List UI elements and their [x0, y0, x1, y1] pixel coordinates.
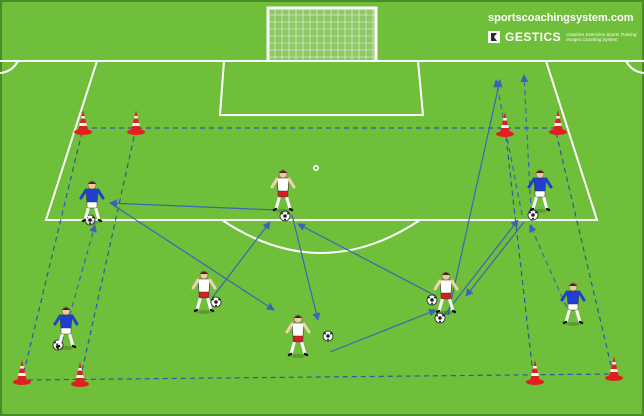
run-arrow — [447, 79, 503, 316]
soccer-ball-icon — [210, 296, 222, 308]
penalty-spot — [313, 165, 319, 171]
player-icon — [53, 306, 79, 350]
balls — [52, 209, 539, 351]
gestics-logo-icon — [488, 31, 500, 43]
soccer-ball-icon — [527, 209, 539, 221]
player-icon — [79, 180, 105, 224]
run-arrow — [520, 74, 533, 231]
goal-area — [218, 60, 425, 116]
goal-posts — [266, 6, 378, 61]
pass-arrow — [211, 221, 271, 299]
pass-arrow — [465, 221, 525, 297]
soccer-ball-icon — [322, 330, 334, 342]
brand-name: GESTICS — [505, 30, 562, 44]
run-arrow — [493, 79, 523, 216]
brand-tagline: Graphics Exercises Sports Training Image… — [566, 32, 636, 42]
training-cone-icon — [74, 110, 92, 135]
goal — [266, 6, 378, 62]
soccer-ball-icon — [84, 214, 96, 226]
left-corner-arc — [0, 60, 19, 74]
player-icon — [433, 271, 459, 315]
branding: sportscoachingsystem.com GESTICS Graphic… — [488, 12, 636, 44]
player-icon — [285, 314, 311, 358]
run-arrow — [529, 224, 571, 316]
right-corner-arc — [625, 60, 644, 74]
goal-net-mesh — [268, 8, 376, 61]
soccer-ball-icon — [279, 210, 291, 222]
pass-arrow — [329, 308, 437, 353]
penalty-arc — [221, 219, 421, 254]
player-icon — [527, 169, 553, 213]
soccer-ball-icon — [434, 312, 446, 324]
pass-arrow — [441, 219, 519, 319]
player-icon — [560, 282, 586, 326]
training-cone-icon — [526, 360, 544, 385]
pass-arrow — [297, 223, 437, 297]
player-icon — [191, 270, 217, 314]
movement-arrows — [59, 74, 571, 353]
goal-net — [267, 7, 377, 62]
training-cone-icon — [496, 112, 514, 137]
penalty-area — [44, 60, 599, 221]
cones — [13, 110, 623, 387]
training-cone-icon — [605, 356, 623, 381]
brand-tagline-line: Graphics Exercises Sports Training — [566, 32, 637, 37]
player-icon — [270, 169, 296, 213]
soccer-ball-icon — [426, 294, 438, 306]
training-cone-icon — [71, 362, 89, 387]
training-cone-icon — [549, 110, 567, 135]
training-cone-icon — [13, 360, 31, 385]
pass-arrow — [109, 202, 275, 311]
brand-url[interactable]: sportscoachingsystem.com — [488, 12, 634, 24]
pass-arrow — [291, 214, 321, 321]
pass-arrow — [109, 199, 277, 211]
training-cone-icon — [127, 110, 145, 135]
players — [53, 169, 586, 358]
brand-tagline-line: Images Coaching System — [566, 37, 618, 42]
brand-row: GESTICS Graphics Exercises Sports Traini… — [488, 30, 636, 44]
